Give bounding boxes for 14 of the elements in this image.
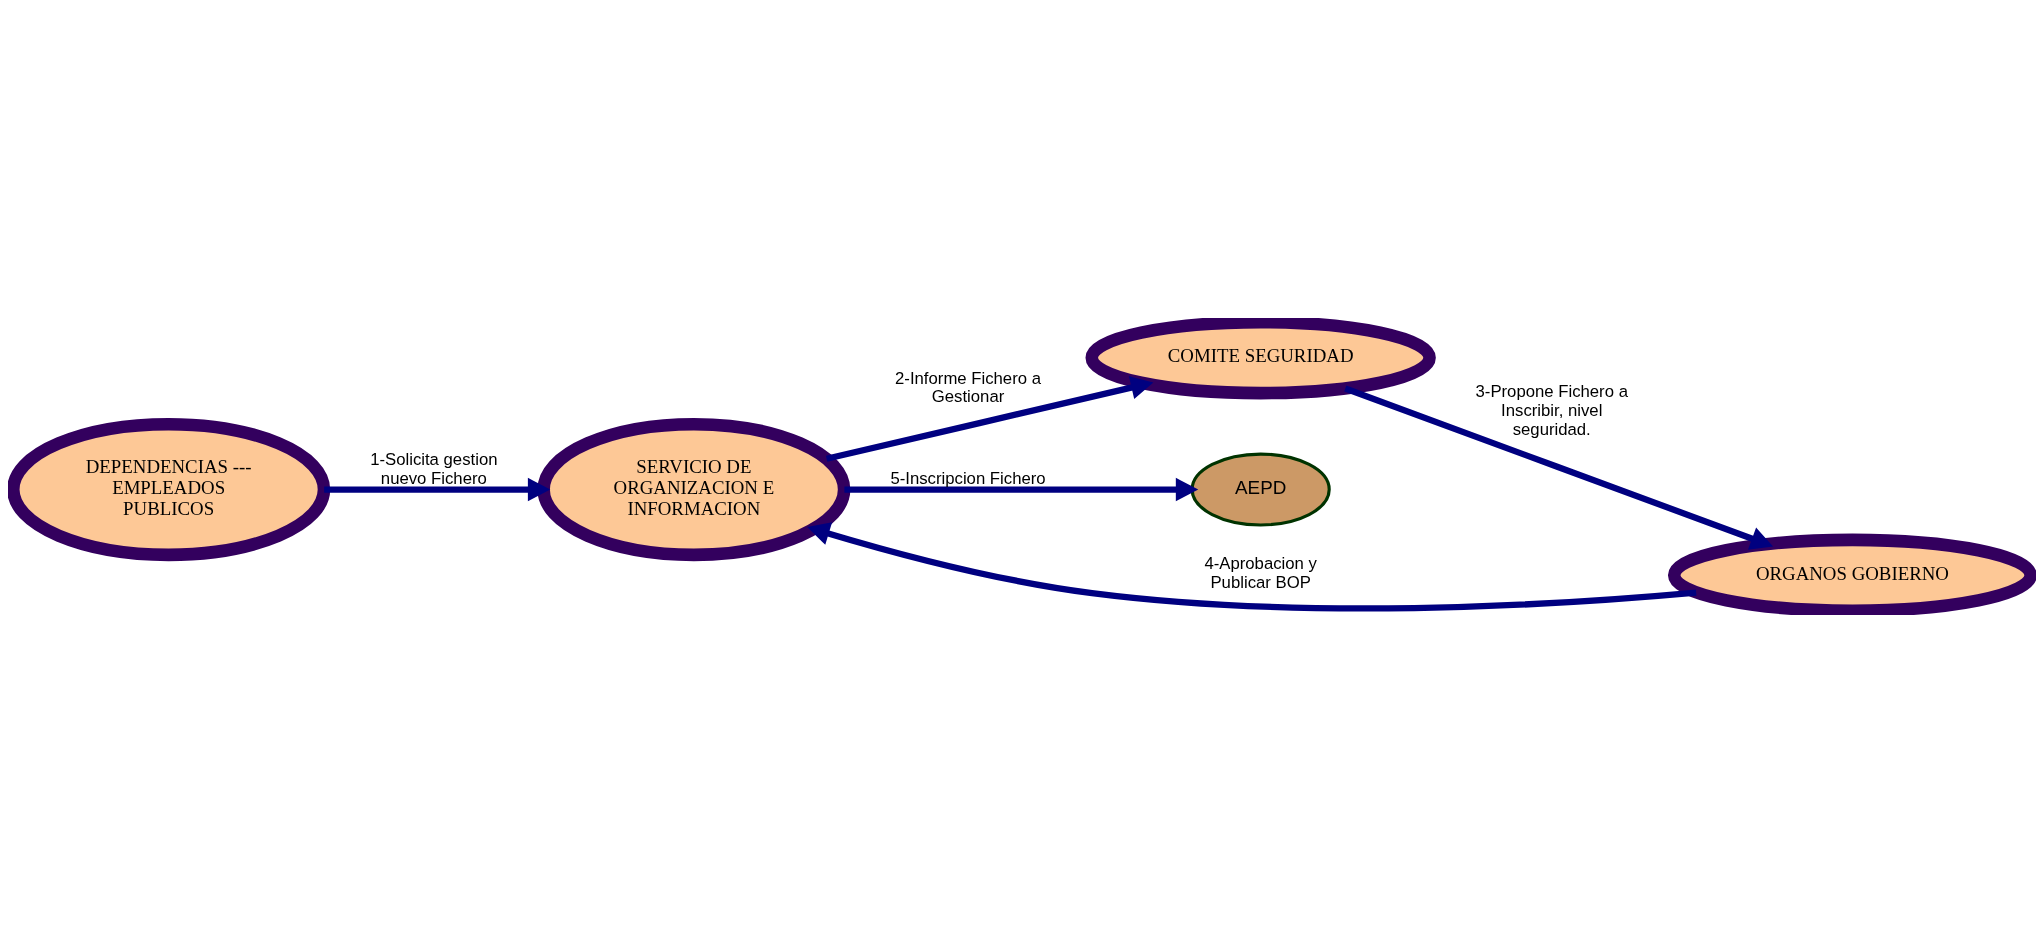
edge-label: 1-Solicita gestion nuevo Fichero [370,450,498,489]
edge-label: 2-Informe Fichero a Gestionar [895,368,1041,407]
node-ellipse: DEPENDENCIAS --- EMPLEADOS PUBLICOS [8,417,331,562]
edge-label: 5-Inscripcion Fichero [890,469,1046,489]
node-ellipse: AEPD [1190,452,1331,527]
arrow [324,477,551,502]
arrow [844,477,1199,502]
edge-label: 3-Propone Fichero a Inscribir, nivel seguridad. [1475,382,1628,439]
node-ellipse: ORGANOS GOBIERNO [1667,533,2036,615]
arrow [1344,385,1774,550]
arrow [825,376,1154,462]
arrow [807,522,1697,612]
edge-label: 4-Aprobacion y Publicar BOP [1204,553,1317,592]
node-ellipse: SERVICIO DE ORGANIZACION E INFORMACION [537,417,851,562]
